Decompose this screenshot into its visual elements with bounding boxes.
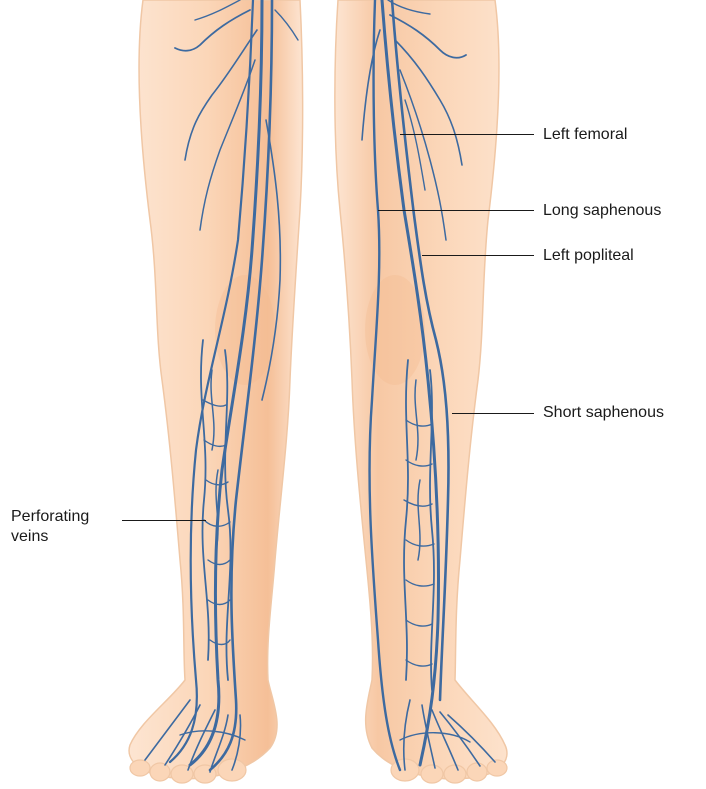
label-left-popliteal: Left popliteal <box>543 246 634 266</box>
leader-short-saphenous <box>452 413 534 414</box>
label-left-femoral: Left femoral <box>543 125 627 145</box>
leader-left-femoral <box>400 134 534 135</box>
leader-long-saphenous <box>378 210 534 211</box>
left-leg-shape <box>335 0 507 779</box>
leader-left-popliteal <box>422 255 534 256</box>
label-perforating-line2: veins <box>11 527 48 547</box>
label-perforating-line1: Perforating <box>11 507 89 527</box>
label-long-saphenous: Long saphenous <box>543 201 661 221</box>
leader-perforating-veins <box>122 520 206 521</box>
label-short-saphenous: Short saphenous <box>543 403 664 423</box>
right-knee-shading <box>215 275 275 385</box>
